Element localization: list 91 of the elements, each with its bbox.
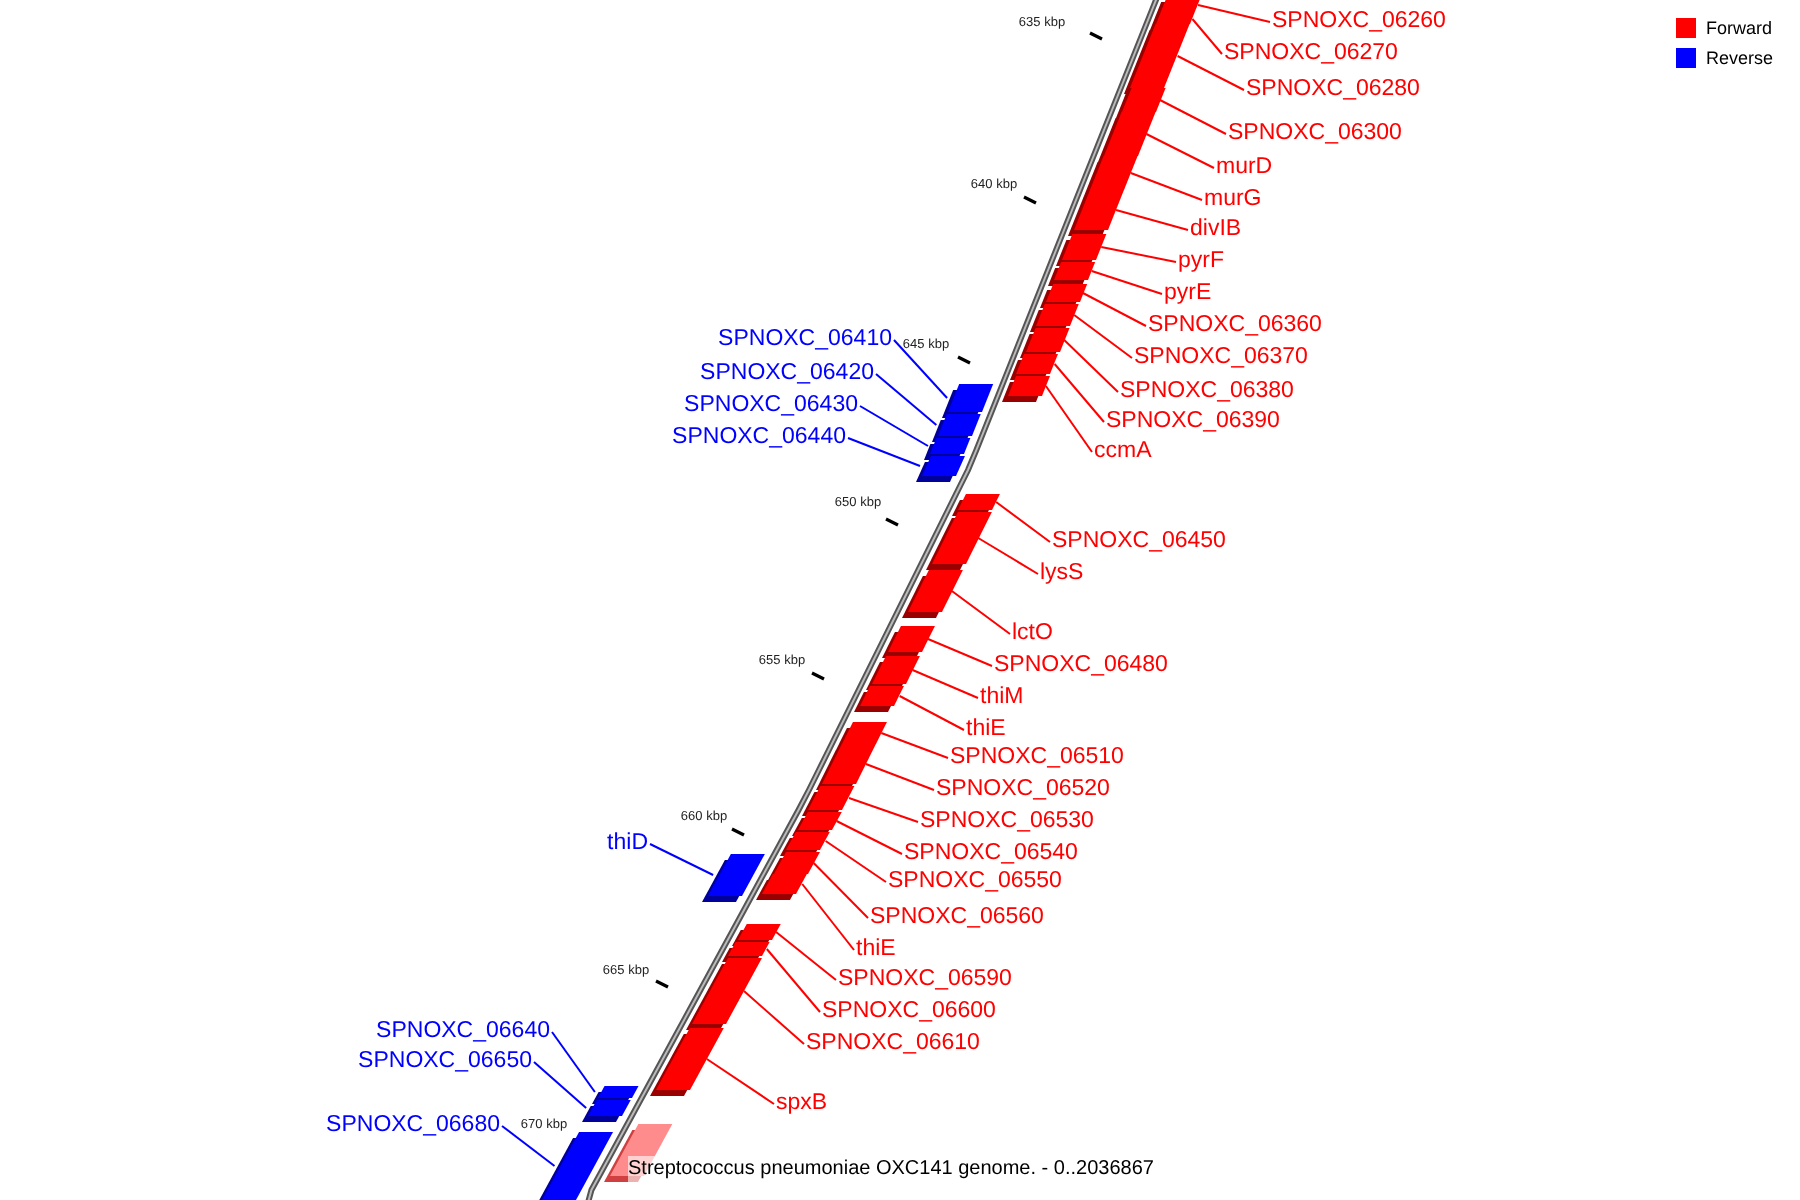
gene-label: SPNOXC_06610 [806, 1031, 980, 1057]
gene-label: SPNOXC_06260 [1272, 9, 1446, 35]
leader-line [1176, 55, 1245, 91]
gene-label: SPNOXC_06600 [822, 999, 996, 1025]
gene-label: SPNOXC_06390 [1106, 409, 1280, 435]
leader-line [1081, 292, 1147, 327]
leader-line [824, 840, 887, 883]
gene-label: SPNOXC_06480 [994, 653, 1168, 679]
gene-label: SPNOXC_06370 [1134, 345, 1308, 371]
leader-line [893, 339, 949, 399]
leader-line [765, 948, 821, 1013]
gene-label: SPNOXC_06380 [1120, 379, 1294, 405]
gene-label: SPNOXC_06410 [718, 327, 892, 353]
leader-line [1129, 172, 1203, 201]
leader-line [1100, 246, 1177, 263]
gene-label: SPNOXC_06300 [1228, 121, 1402, 147]
gene-label: thiE [856, 937, 896, 963]
gene-label: ccmA [1094, 439, 1152, 465]
leader-line [705, 1058, 775, 1105]
leader-line [742, 990, 805, 1045]
gene-label: pyrE [1164, 281, 1212, 307]
gene-block [1001, 376, 1050, 402]
leader-line [801, 883, 855, 951]
gene-label: SPNOXC_06550 [888, 869, 1062, 895]
gene-label: SPNOXC_06440 [672, 425, 846, 451]
gene-label: SPNOXC_06590 [838, 967, 1012, 993]
leader-line [927, 638, 993, 667]
gene-label: thiD [607, 831, 648, 857]
gene-label: SPNOXC_06420 [700, 361, 874, 387]
caption: Streptococcus pneumoniae OXC141 genome. - 0..2036867 [628, 1156, 1154, 1182]
leader-line [898, 695, 965, 731]
gene-label: SPNOXC_06650 [358, 1049, 532, 1075]
gene-label: SPNOXC_06360 [1148, 313, 1322, 339]
leader-line [848, 797, 919, 823]
leader-line [1053, 363, 1105, 423]
gene-label: lysS [1040, 561, 1084, 587]
leader-line [501, 1125, 556, 1167]
gene-label: murG [1204, 187, 1262, 213]
gene-label: SPNOXC_06640 [376, 1019, 550, 1045]
gene-block [854, 686, 905, 712]
legend-label: Reverse [1706, 48, 1774, 68]
leader-line [911, 669, 979, 699]
gene-label: SPNOXC_06560 [870, 905, 1044, 931]
gene-label: SPNOXC_06280 [1246, 77, 1420, 103]
gene-block [649, 1028, 724, 1096]
leader-line [1090, 270, 1163, 295]
leader-line [1159, 99, 1227, 135]
gene-label: SPNOXC_06680 [326, 1113, 500, 1139]
gene-label: murD [1216, 155, 1273, 181]
gene-label: divIB [1190, 217, 1242, 243]
leader-line [835, 820, 903, 855]
gene-label: SPNOXC_06430 [684, 393, 858, 419]
leader-line [812, 862, 869, 919]
leader-line [1044, 385, 1093, 453]
leader-line [1073, 314, 1133, 359]
leader-line [551, 1031, 596, 1093]
leader-line [995, 501, 1051, 543]
leader-line [875, 373, 938, 426]
leader-line [649, 843, 715, 876]
leader-line [859, 405, 929, 447]
gene-label: thiE [966, 717, 1006, 743]
leader-line [880, 732, 949, 759]
leader-line [847, 437, 921, 467]
gene-block [536, 1132, 614, 1200]
leader-line [1115, 209, 1189, 231]
leader-line [977, 537, 1039, 575]
gene-block [901, 570, 963, 618]
gene-label: SPNOXC_06450 [1052, 529, 1226, 555]
gene-label: SPNOXC_06270 [1224, 41, 1398, 67]
gene-block [1048, 262, 1096, 286]
leader-line [950, 590, 1011, 635]
gene-block [701, 854, 765, 902]
gene-label: SPNOXC_06540 [904, 841, 1078, 867]
leader-line [864, 763, 935, 791]
gene-label: SPNOXC_06530 [920, 809, 1094, 835]
gene-block [881, 626, 935, 658]
gene-label: thiM [980, 685, 1024, 711]
leader-line [533, 1061, 588, 1109]
gene-label: SPNOXC_06510 [950, 745, 1124, 771]
leader-line [1191, 18, 1223, 55]
gene-block [756, 874, 808, 900]
gene-label: SPNOXC_06520 [936, 777, 1110, 803]
leader-line [1197, 4, 1271, 23]
leader-line [775, 931, 837, 981]
legend-label: Forward [1706, 18, 1773, 38]
leader-line [1063, 339, 1119, 393]
leader-line [1145, 133, 1215, 169]
gene-label: lctO [1012, 621, 1053, 647]
gene-label: pyrF [1178, 249, 1224, 275]
gene-label: spxB [776, 1091, 828, 1117]
gene-block [915, 456, 964, 482]
